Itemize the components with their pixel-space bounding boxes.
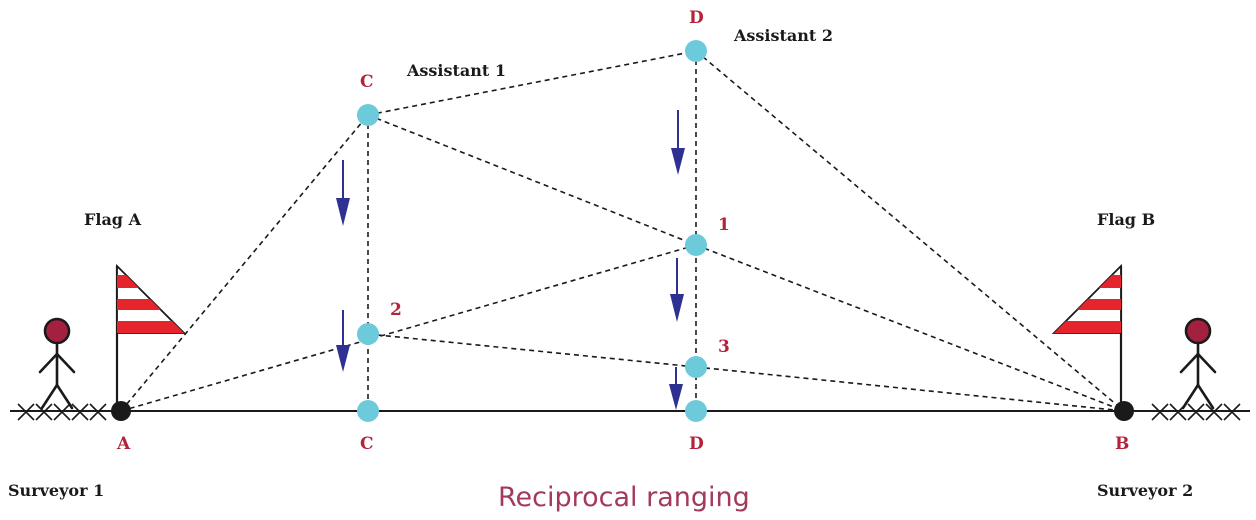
ranging-points (111, 40, 1134, 422)
arrow-down-icon (669, 367, 683, 410)
ground-hatching-right (1151, 403, 1241, 421)
arrow-down-icon (671, 110, 685, 175)
surveyor-2-figure-icon (1179, 317, 1217, 410)
point-a-ground (111, 401, 131, 421)
arrow-down-icon (336, 310, 350, 372)
arrow-down-icon (336, 160, 350, 226)
point-b-label: B (1115, 434, 1129, 454)
point-d-ground (685, 400, 707, 422)
sight-line-a-1 (120, 244, 697, 412)
point-d-top (685, 40, 707, 62)
diagram-caption: Reciprocal ranging (498, 482, 750, 513)
point-c-top (357, 104, 379, 126)
sight-line-3-b (695, 366, 1125, 412)
sight-line-c-d (367, 50, 697, 116)
assistant-1-label: Assistant 1 (406, 61, 506, 80)
point-d-top-label: D (689, 8, 704, 28)
point-c-ground-label: C (360, 434, 374, 454)
point-1 (685, 234, 707, 256)
ground-hatching-left (17, 403, 107, 421)
sight-line-c-1 (367, 114, 697, 246)
point-a-label: A (116, 434, 131, 454)
flag-b-icon (1051, 263, 1123, 406)
point-3 (685, 356, 707, 378)
point-3-label: 3 (718, 337, 730, 357)
sight-lines (120, 50, 1125, 412)
point-2-label: 2 (390, 300, 402, 320)
arrow-down-icon (670, 258, 684, 322)
sight-line-d-b (695, 50, 1125, 412)
sight-line-a-c (120, 114, 369, 412)
point-1-label: 1 (718, 215, 730, 235)
assistant-2-label: Assistant 2 (733, 26, 833, 45)
sight-line-2-3 (367, 333, 697, 368)
point-c-ground (357, 400, 379, 422)
flag-b-label: Flag B (1097, 210, 1155, 229)
flag-a-icon (115, 263, 187, 410)
surveyor-2-label: Surveyor 2 (1097, 481, 1193, 500)
point-c-top-label: C (360, 72, 374, 92)
movement-arrows (336, 110, 685, 410)
point-2 (357, 323, 379, 345)
flag-a-label: Flag A (84, 210, 142, 229)
point-b-ground (1114, 401, 1134, 421)
sight-line-1-b (695, 244, 1125, 412)
surveyor-1-label: Surveyor 1 (8, 481, 104, 500)
surveyor-1-figure-icon (38, 317, 76, 410)
point-d-ground-label: D (689, 434, 704, 454)
